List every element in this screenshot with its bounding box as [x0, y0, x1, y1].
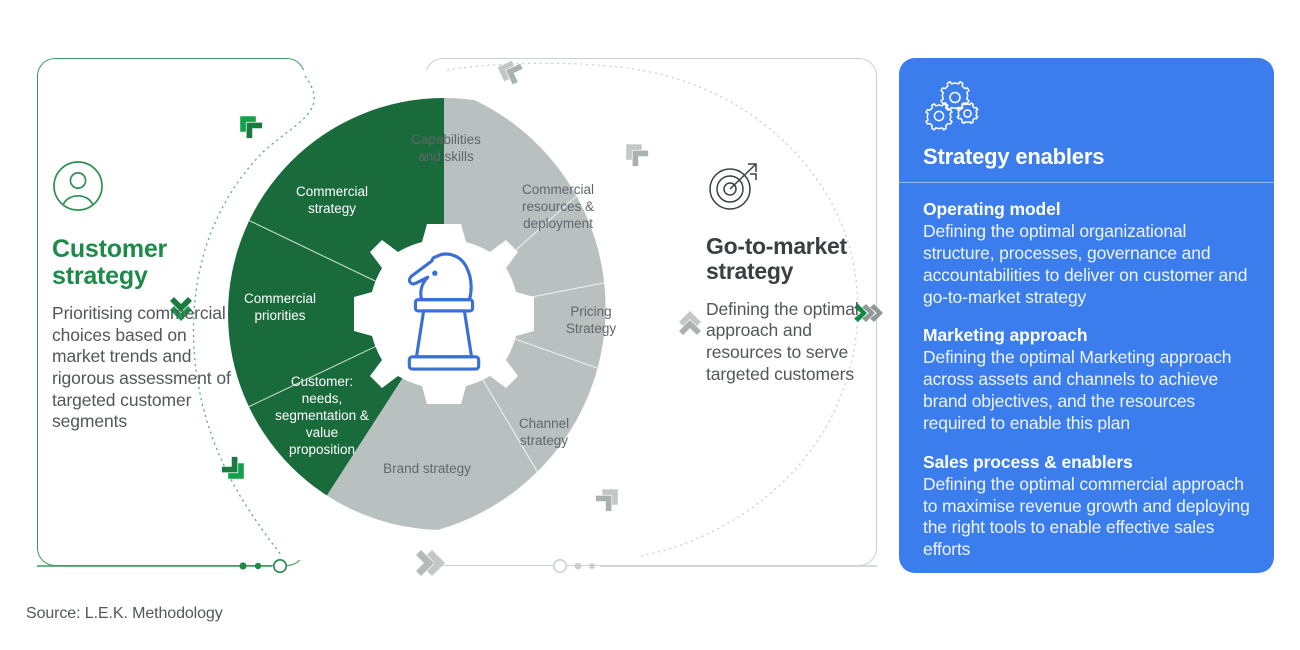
label-brand-0: Brand strategy: [383, 461, 471, 476]
go-to-market-title-line1: Go-to-market: [706, 233, 847, 259]
label-customer-1: needs,: [302, 391, 343, 406]
customer-strategy-title: Customer strategy: [52, 236, 232, 289]
customer-strategy-title-line2: strategy: [52, 261, 148, 290]
customer-strategy-body: Prioritising commercial choices based on…: [52, 303, 231, 432]
label-commercial-strategy-0: Commercial: [296, 184, 368, 199]
enabler-item: Marketing approach Defining the optimal …: [923, 325, 1250, 434]
strategy-wheel: Commercial strategy Commercial prioritie…: [228, 98, 660, 530]
go-to-market-panel: Go-to-market strategy Defining the optim…: [706, 160, 866, 385]
enabler-item: Operating model Defining the optimal org…: [923, 199, 1250, 308]
blue-panel-divider: [899, 182, 1274, 183]
source-note: Source: L.E.K. Methodology: [26, 605, 223, 622]
strategy-enablers-panel: Strategy enablers Operating model Defini…: [899, 58, 1274, 573]
label-channel-0: Channel: [519, 416, 569, 431]
label-customer-2: segmentation &: [275, 408, 369, 423]
label-commercial-strategy-1: strategy: [308, 201, 356, 216]
enabler-heading: Sales process & enablers: [923, 451, 1133, 472]
label-resources-0: Commercial: [522, 182, 594, 197]
center-gear: [354, 224, 534, 404]
customer-strategy-panel: Customer strategy Prioritising commercia…: [52, 160, 232, 433]
wheel-labels: Commercial strategy Commercial prioritie…: [244, 132, 616, 476]
label-customer-3: value: [306, 425, 338, 440]
strategy-enablers-title: Strategy enablers: [923, 144, 1105, 169]
enabler-item: Sales process & enablers Defining the op…: [923, 452, 1250, 561]
enabler-text: Defining the optimal commercial approach…: [923, 473, 1250, 560]
label-customer-0: Customer:: [291, 374, 353, 389]
enabler-heading: Operating model: [923, 199, 1061, 219]
label-channel-1: strategy: [520, 433, 568, 448]
customer-strategy-title-line1: Customer: [52, 235, 168, 263]
label-resources-1: resources &: [522, 199, 594, 214]
label-commercial-priorities-1: priorities: [254, 308, 305, 323]
user-circle-icon: [53, 161, 103, 211]
label-pricing-0: Pricing: [570, 304, 611, 319]
label-customer-4: proposition: [289, 442, 355, 457]
chess-knight-icon: [407, 252, 481, 371]
enabler-text: Defining the optimal Marketing approach …: [923, 347, 1232, 433]
enabler-heading: Marketing approach: [923, 325, 1088, 346]
enabler-text: Defining the optimal organizational stru…: [923, 220, 1248, 307]
green-half: [228, 98, 444, 528]
go-to-market-body: Defining the optimal approach and resour…: [706, 298, 859, 384]
target-arrow-icon: [709, 163, 757, 210]
label-capabilities-1: and skills: [418, 149, 474, 164]
label-commercial-priorities-0: Commercial: [244, 291, 316, 306]
label-resources-2: deployment: [523, 216, 593, 231]
gears-icon: [925, 80, 979, 131]
label-pricing-1: Strategy: [566, 321, 617, 336]
label-capabilities-0: Capabilities: [411, 132, 481, 147]
go-to-market-title: Go-to-market strategy: [706, 233, 866, 285]
go-to-market-title-line2: strategy: [706, 258, 794, 285]
